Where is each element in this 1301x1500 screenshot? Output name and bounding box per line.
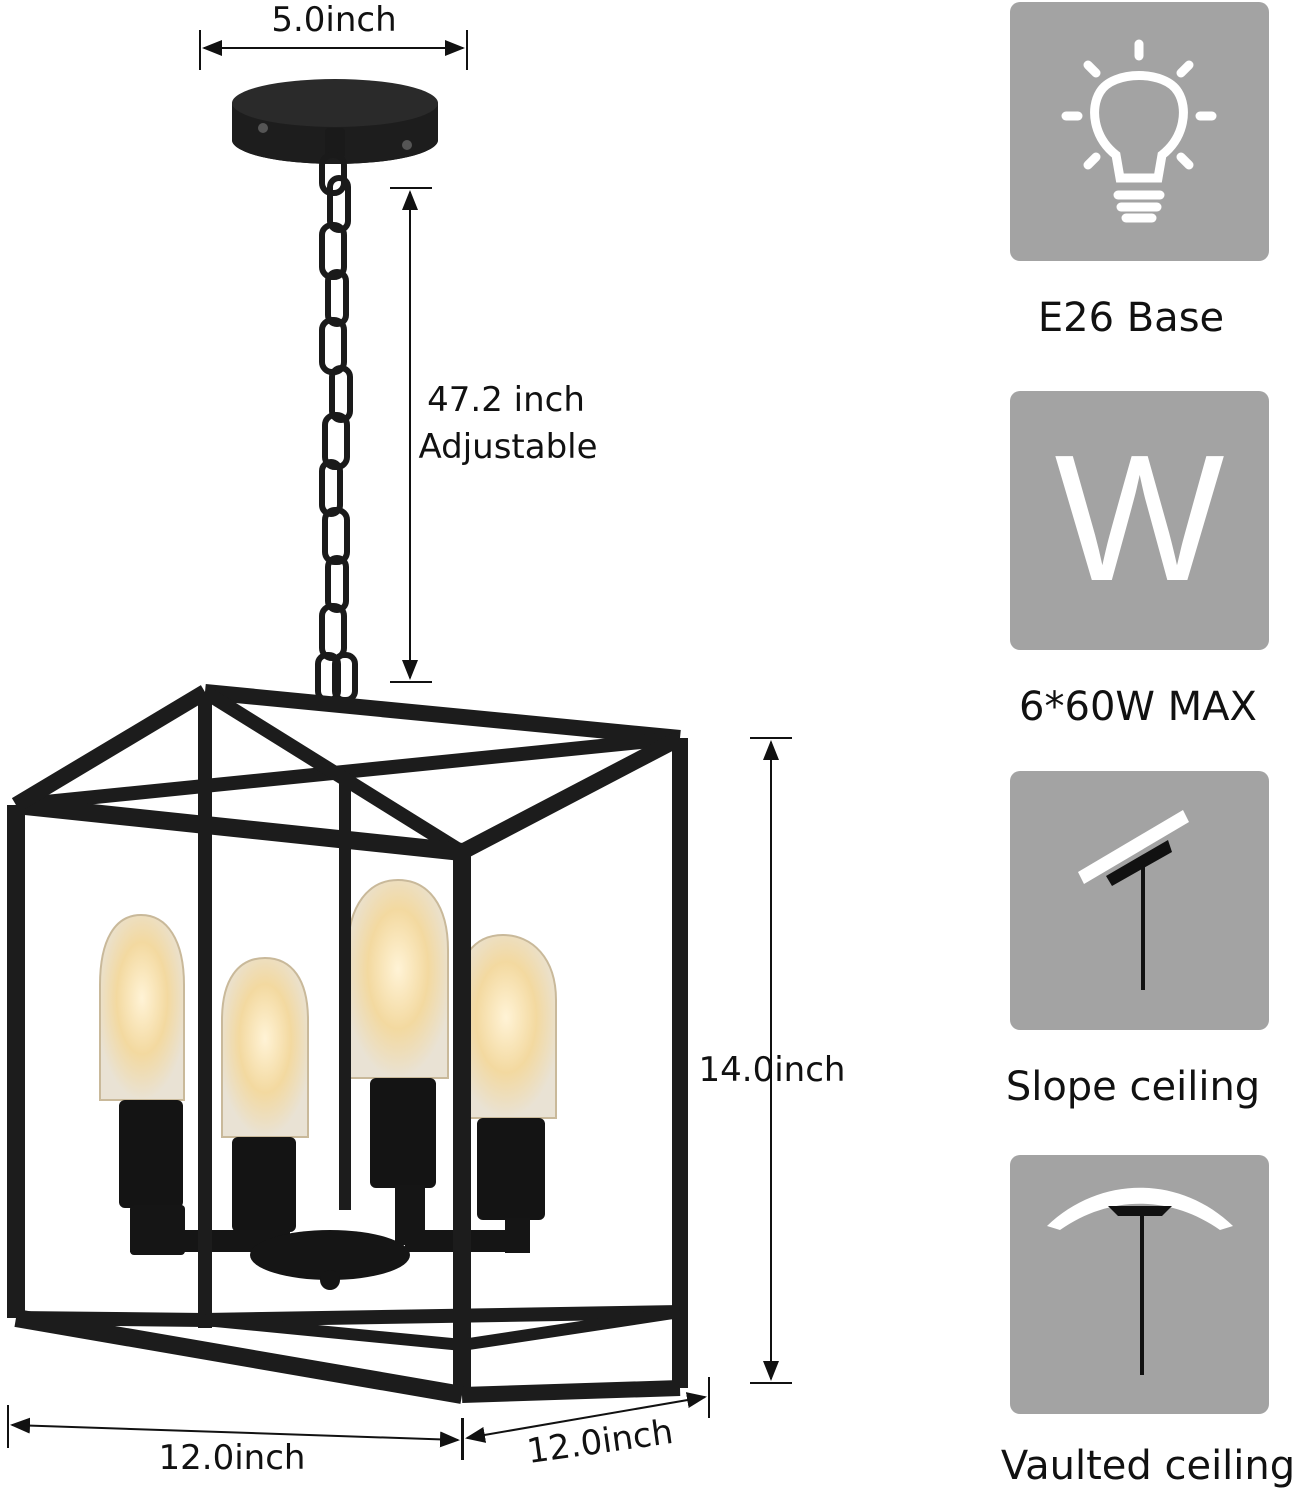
canopy-width-dimension <box>199 30 468 70</box>
feature-label-vaulted: Vaulted ceiling <box>1000 1443 1296 1489</box>
width-label: 12.0inch <box>158 1438 306 1478</box>
feature-label-slope: Slope ceiling <box>1005 1064 1261 1110</box>
ceiling-canopy <box>232 79 438 164</box>
hanging-chain <box>315 152 358 703</box>
feature-tile-e26 <box>1010 2 1269 261</box>
height-label: 14.0inch <box>698 1050 846 1090</box>
feature-tile-wattage: W <box>1010 391 1269 650</box>
feature-label-wattage: 6*60W MAX <box>1019 684 1257 730</box>
bulb-1 <box>99 913 185 1208</box>
feature-label-e26: E26 Base <box>1037 295 1225 341</box>
bulb-2 <box>221 956 309 1232</box>
bulb-4 <box>455 933 557 1220</box>
socket-cluster <box>130 1185 530 1290</box>
chain-length-label: 47.2 inch <box>427 380 585 420</box>
lantern-cage <box>7 684 688 1404</box>
bulb-3 <box>347 878 449 1188</box>
depth-dimension <box>462 1377 710 1460</box>
chain-length-dimension <box>390 187 432 683</box>
feature-tile-vaulted <box>1010 1155 1269 1414</box>
height-dimension <box>750 737 792 1384</box>
wattage-icon: W <box>1054 418 1225 619</box>
chain-adjustable-label: Adjustable <box>418 427 598 467</box>
canopy-width-label: 5.0inch <box>271 0 397 40</box>
feature-tile-slope <box>1010 771 1269 1030</box>
